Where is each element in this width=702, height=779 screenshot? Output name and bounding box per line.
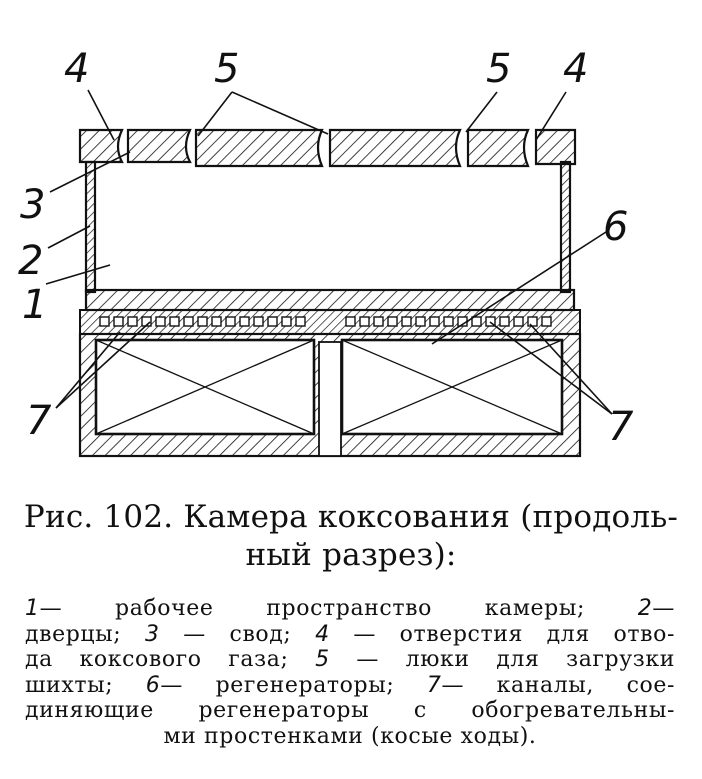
figure-caption: Рис. 102. Камера коксования (продоль- ны… [0, 498, 702, 574]
legend-number: 4 [315, 621, 330, 647]
roof [78, 128, 577, 168]
legend-line: да коксового газа; 5 — люки для загрузки [25, 647, 675, 673]
label-5-left: 5 [214, 46, 239, 92]
label-2: 2 [18, 238, 43, 284]
channel-opening [169, 316, 180, 327]
channel-opening [471, 316, 482, 327]
caption-line-1: Рис. 102. Камера коксования (продоль- [23, 499, 679, 535]
channel-opening [225, 316, 236, 327]
legend-text: — свод; [159, 621, 316, 647]
legend-text: шихты; [25, 672, 146, 698]
label-1: 1 [22, 282, 47, 328]
channel-opening [513, 316, 524, 327]
legend-number: 7 [426, 672, 442, 698]
channel-row [79, 309, 581, 335]
channel-opening [499, 316, 510, 327]
legend-line: ми простенками (косые ходы). [25, 724, 675, 750]
legend-line: шихты; 6— регенераторы; 7— каналы, сое- [25, 673, 675, 699]
legend-line: 1— рабочее пространство камеры; 2— [25, 596, 675, 622]
channel-opening [99, 316, 110, 327]
channel-opening [295, 316, 306, 327]
coke-oven-diagram: 4 5 5 4 3 2 1 6 7 7 [18, 46, 634, 458]
legend-text: диняющие регенераторы с обогревательны- [25, 698, 675, 723]
channel-opening [415, 316, 426, 327]
leader-lines [45, 89, 613, 415]
channel-opening [127, 316, 138, 327]
door-right [559, 160, 572, 294]
legend-text: — отверстия для отво- [329, 621, 675, 647]
channel-opening [113, 316, 124, 327]
channel-opening [267, 316, 278, 327]
channel-opening [429, 316, 440, 327]
legend-text: — регенераторы; [160, 672, 427, 698]
legend-number: 5 [315, 647, 330, 672]
channel-opening [183, 316, 194, 327]
roof-segment [78, 128, 124, 164]
channel-opening [281, 316, 292, 327]
channel-opening [211, 316, 222, 327]
channel-opening [239, 316, 250, 327]
channel-opening [541, 316, 552, 327]
legend-number: 6 [145, 672, 161, 698]
regenerator-left [94, 338, 316, 436]
regenerator-right [340, 338, 564, 436]
label-4-right: 4 [563, 46, 588, 92]
central-passage [318, 341, 342, 457]
label-3: 3 [20, 182, 45, 228]
label-7-left: 7 [26, 398, 52, 444]
legend-line: дверцы; 3 — свод; 4 — отверстия для отво… [25, 622, 675, 648]
channel-opening [443, 316, 454, 327]
roof-segment [126, 128, 192, 164]
caption-line-2: ный разрез): [245, 537, 457, 573]
legend-text: да коксового газа; [25, 647, 316, 672]
legend-text: — [652, 596, 675, 621]
legend-text: дверцы; [25, 621, 145, 647]
label-4-left: 4 [64, 46, 89, 92]
legend-text: — люки для загрузки [329, 647, 675, 672]
legend-number: 1 [25, 596, 40, 621]
channel-opening [527, 316, 538, 327]
channel-opening [345, 316, 356, 327]
legend-text: ми простенками (косые ходы). [163, 723, 537, 749]
label-6: 6 [603, 204, 628, 250]
label-7-right: 7 [608, 404, 634, 450]
roof-segment [534, 128, 577, 166]
legend-number: 2 [637, 596, 653, 621]
legend-line: диняющие регенераторы с обогревательны- [25, 698, 675, 724]
channel-opening [373, 316, 384, 327]
roof-segment [466, 128, 530, 168]
channel-opening [359, 316, 370, 327]
legend-text: — каналы, сое- [441, 672, 676, 698]
figure-legend: 1— рабочее пространство камеры; 2—дверцы… [25, 596, 675, 749]
channel-opening [387, 316, 398, 327]
channel-opening [155, 316, 166, 327]
channel-opening [197, 316, 208, 327]
channel-opening [253, 316, 264, 327]
legend-number: 3 [144, 621, 160, 647]
roof-segment [194, 128, 324, 168]
legend-text: — рабочее пространство камеры; [39, 596, 638, 621]
label-5-right: 5 [486, 46, 511, 92]
channel-opening [401, 316, 412, 327]
roof-segment [328, 128, 462, 168]
